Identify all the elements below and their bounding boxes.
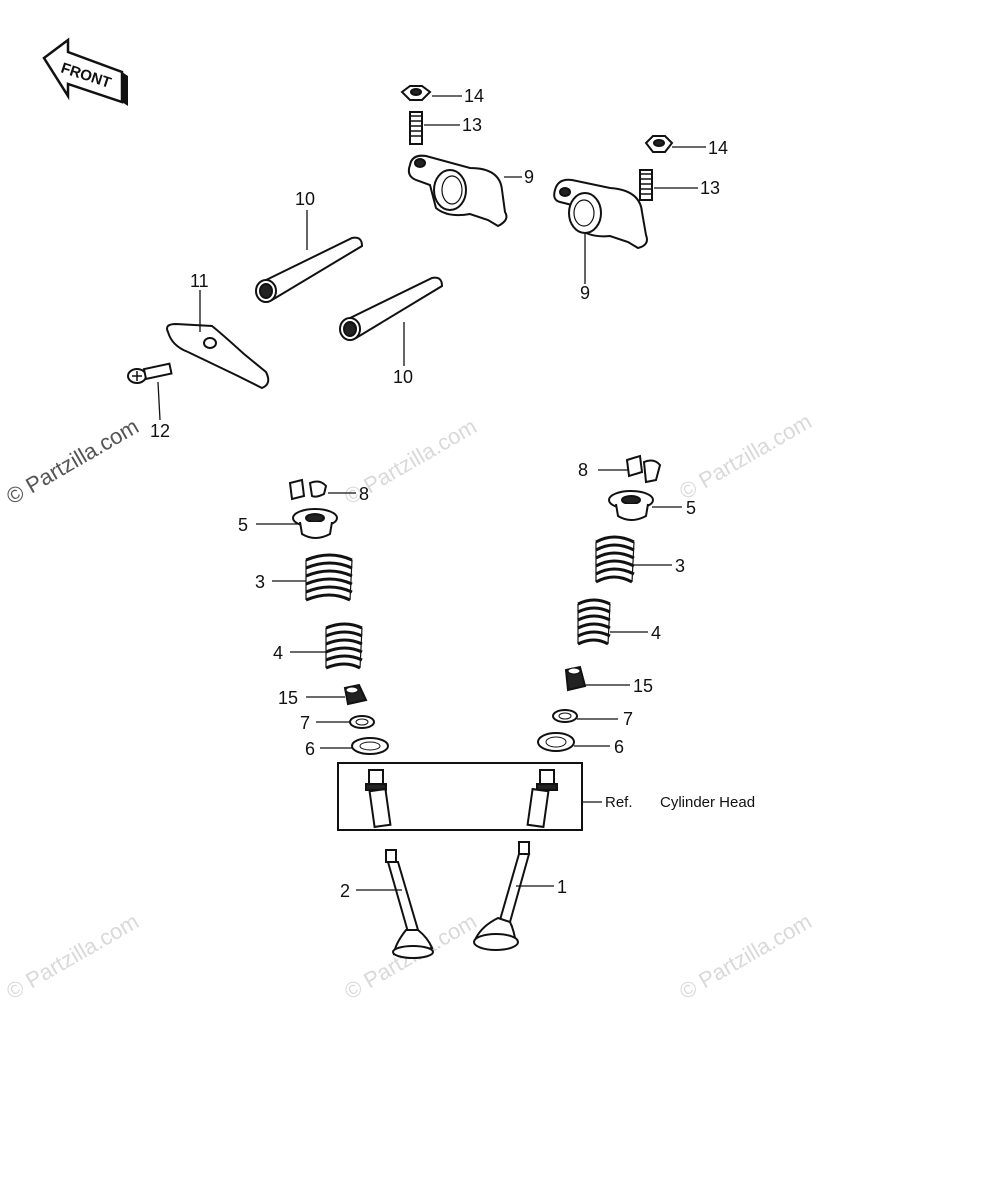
inner-spring-left (325, 622, 363, 670)
callout-3-left: 3 (255, 572, 265, 592)
callout-labels: 14 13 9 14 13 9 10 10 11 12 8 8 5 5 3 3 … (150, 86, 728, 901)
watermark: © Partzilla.com (2, 909, 143, 1005)
leader-lines (157, 95, 706, 891)
callout-9-left: 9 (524, 167, 534, 187)
washer-7-left (349, 715, 375, 729)
exhaust-valve (385, 849, 434, 959)
reference-prefix: Ref. (605, 794, 633, 811)
retainer-left (292, 508, 338, 539)
intake-valve (473, 841, 531, 951)
valve-guide-left (365, 769, 392, 829)
washer-6-left (351, 737, 389, 755)
callout-12: 12 (150, 421, 170, 441)
stud-right (639, 169, 653, 201)
outer-spring-right (595, 535, 635, 584)
rocker-shaft-lower (339, 276, 444, 341)
callout-10-upper: 10 (295, 189, 315, 209)
callout-9-right: 9 (580, 283, 590, 303)
cotter-left (288, 478, 328, 501)
callout-8-left: 8 (359, 484, 369, 504)
rocker-arm-left (407, 154, 508, 228)
inner-spring-right (577, 598, 611, 646)
outer-spring-left (305, 553, 353, 602)
callout-5-right: 5 (686, 498, 696, 518)
watermark: © Partzilla.com (675, 909, 816, 1005)
cylinder-head-reference-box (337, 762, 583, 831)
retaining-plate (166, 322, 270, 390)
stud-left (409, 111, 423, 145)
washer-6-right (537, 732, 575, 752)
watermark: © Partzilla.com (675, 409, 816, 505)
callout-8-right: 8 (578, 460, 588, 480)
callout-7-left: 7 (300, 713, 310, 733)
callout-3-right: 3 (675, 556, 685, 576)
callout-15-right: 15 (633, 676, 653, 696)
valve-guide-right (526, 769, 558, 829)
watermark-main: © Partzilla.com (2, 414, 143, 510)
stem-seal-left (343, 683, 368, 706)
callout-11: 11 (190, 271, 209, 291)
callout-6-left: 6 (305, 739, 315, 759)
rocker-shaft-upper (255, 236, 364, 303)
nut-left (400, 85, 432, 101)
callout-14-right: 14 (708, 138, 728, 158)
callout-4-right: 4 (651, 623, 661, 643)
cotter-right (625, 454, 662, 484)
bolt (127, 362, 173, 384)
washer-7-right (552, 709, 578, 723)
reference-label: Cylinder Head (660, 794, 755, 811)
callout-2: 2 (340, 881, 350, 901)
callout-13-right: 13 (700, 178, 720, 198)
nut-right (644, 135, 674, 153)
retainer-right (608, 490, 654, 521)
callout-5-left: 5 (238, 515, 248, 535)
callout-7-right: 7 (623, 709, 633, 729)
callout-1: 1 (557, 877, 567, 897)
front-arrow-icon: FRONT (42, 37, 128, 106)
callout-4-left: 4 (273, 643, 283, 663)
callout-6-right: 6 (614, 737, 624, 757)
stem-seal-right (564, 665, 587, 692)
callout-13-left: 13 (462, 115, 482, 135)
callout-15-left: 15 (278, 688, 298, 708)
callout-10-lower: 10 (393, 367, 413, 387)
rocker-arm-right (553, 178, 648, 250)
callout-14-left: 14 (464, 86, 484, 106)
